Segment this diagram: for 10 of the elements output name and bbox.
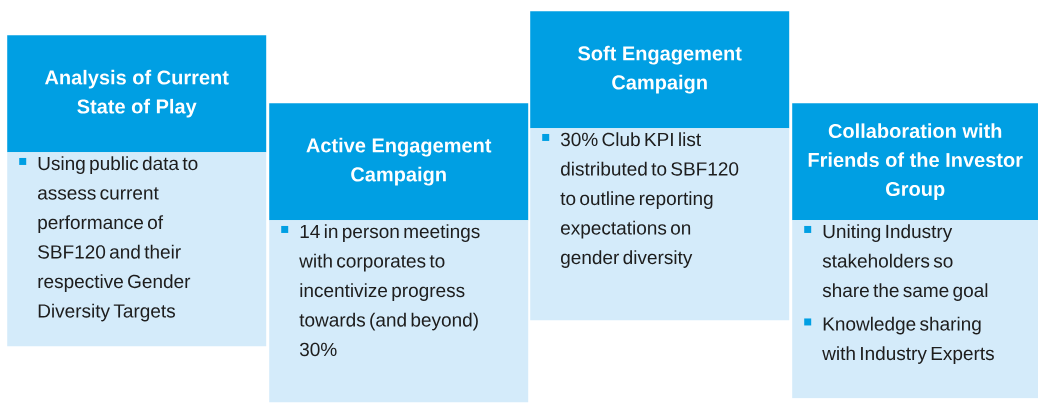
header-box: Analysis of Current State of Play <box>7 35 267 153</box>
header-box: Soft Engagement Campaign <box>530 11 790 129</box>
content-box: Uniting Industry stakeholders so share the same goal Knowledge sharing with Industry Experts <box>792 220 1038 399</box>
header-box: Collaboration with Friends of the Investor Group <box>792 103 1038 221</box>
content-box: 30% Club KPI list distributed to SBF120 to outline reporting expectations on gender diversity <box>530 128 790 321</box>
content-box: 14 in person meetings with corporates to incentivize progress towards (and beyond) 30% <box>269 220 529 403</box>
node-label: 30% Club KPI list distributed to SBF120 to outline reporting expectations on gender diversity <box>560 132 739 268</box>
content-box: Using public data to assess current performance of SBF120 and their respective Gender Diversity Targets <box>7 152 267 347</box>
node-label: 14 in person meetings with corporates to incentivize progress towards (and beyond) 30% <box>299 224 480 357</box>
header-box: Active Engagement Campaign <box>269 103 529 221</box>
